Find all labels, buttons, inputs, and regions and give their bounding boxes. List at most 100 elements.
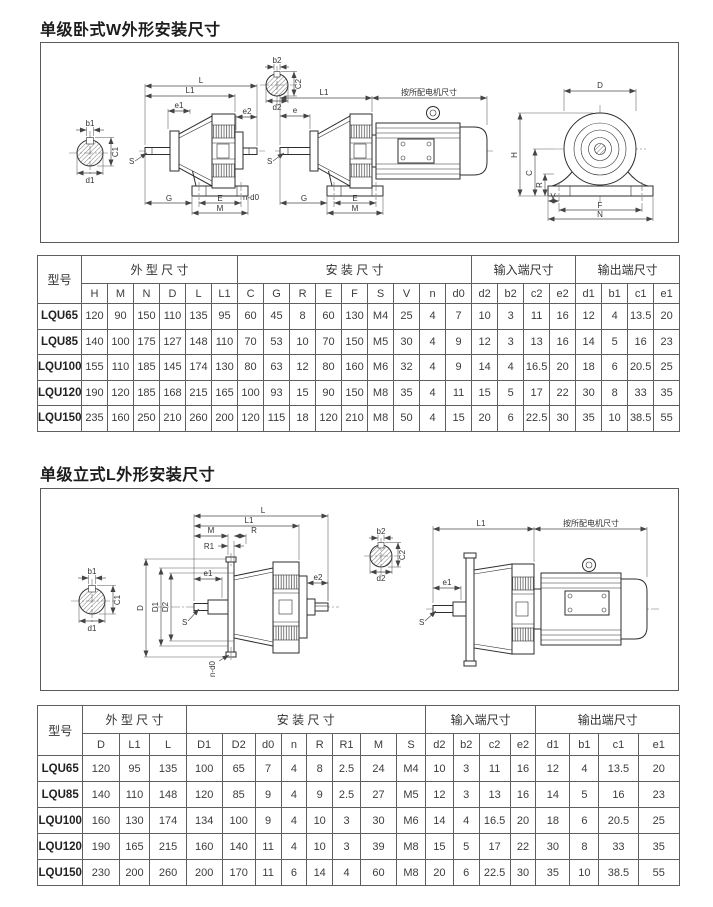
w-diagram-box: b1 d1 C1 S L L1 e1	[40, 42, 679, 243]
value-cell: 22	[509, 833, 537, 860]
value-cell: 4	[280, 807, 308, 834]
w-side-view: S L L1 e1 e2 G E n-d0 M	[129, 76, 265, 216]
col-header: R	[306, 733, 334, 756]
value-cell: 22.5	[478, 859, 511, 886]
value-cell: 10	[289, 328, 317, 355]
value-cell: 4	[332, 859, 361, 886]
value-cell: 5	[497, 379, 525, 406]
value-cell: 150	[341, 328, 369, 355]
model-cell: LQU85	[37, 328, 82, 355]
value-cell: 168	[159, 379, 186, 406]
value-cell: 25	[653, 354, 681, 381]
value-cell: 12	[471, 328, 499, 355]
value-cell: 20	[549, 354, 577, 381]
value-cell: 9	[445, 328, 473, 355]
value-cell: 85	[221, 781, 256, 808]
col-header: L	[149, 733, 187, 756]
value-cell: 185	[133, 354, 160, 381]
value-cell: 235	[81, 405, 108, 432]
w-front-view: D H C R V F N	[510, 81, 654, 222]
group-header: 安 装 尺 寸	[237, 255, 473, 284]
value-cell: 13.5	[627, 303, 655, 330]
dim-e2: e2	[314, 573, 323, 582]
l-side-view-motor: S e1 L1 按所配电机尺寸	[419, 518, 659, 667]
value-cell: 18	[535, 807, 571, 834]
value-cell: 30	[509, 859, 537, 886]
motor-note: 按所配电机尺寸	[563, 518, 619, 528]
model-cell: LQU150	[36, 859, 84, 886]
value-cell: 230	[82, 859, 120, 886]
dim-E2: E	[352, 194, 357, 203]
value-cell: 20	[471, 405, 499, 432]
value-cell: 185	[133, 379, 160, 406]
col-header: c1	[627, 283, 655, 304]
value-cell: 39	[359, 833, 398, 860]
value-cell: 35	[575, 405, 603, 432]
value-cell: 4	[452, 807, 480, 834]
l-input-shaft-section: b2 d2 C2	[364, 527, 407, 583]
value-cell: 7	[445, 303, 473, 330]
value-cell: 3	[452, 781, 480, 808]
value-cell: 6	[452, 859, 480, 886]
col-header: G	[263, 283, 291, 304]
col-header: d0	[254, 733, 282, 756]
value-cell: M8	[396, 833, 426, 860]
value-cell: 215	[185, 379, 212, 406]
value-cell: 120	[237, 405, 265, 432]
col-header: c1	[598, 733, 639, 756]
col-header: E	[315, 283, 343, 304]
col-header: M	[107, 283, 134, 304]
col-header: c2	[523, 283, 551, 304]
group-header: 输出端尺寸	[535, 705, 680, 734]
col-header: b2	[497, 283, 525, 304]
value-cell: 65	[221, 755, 256, 782]
dim-D1: D1	[151, 601, 160, 612]
value-cell: 15	[424, 833, 454, 860]
dim-R: R	[251, 526, 257, 535]
value-cell: 10	[306, 807, 334, 834]
value-cell: 200	[118, 859, 151, 886]
value-cell: M8	[367, 379, 395, 406]
dim-L1: L1	[245, 516, 254, 525]
value-cell: 12	[424, 781, 454, 808]
value-cell: 13	[478, 781, 511, 808]
value-cell: 5	[452, 833, 480, 860]
dim-e1: e1	[204, 569, 213, 578]
col-header: H	[81, 283, 108, 304]
value-cell: 95	[210, 303, 239, 330]
dim-L: L	[199, 76, 204, 85]
value-cell: 16.5	[523, 354, 551, 381]
value-cell: 210	[341, 405, 369, 432]
dim-e1-2: e1	[443, 578, 452, 587]
col-header: D	[82, 733, 120, 756]
value-cell: 15	[445, 405, 473, 432]
value-cell: 14	[535, 781, 571, 808]
value-cell: 4	[280, 781, 308, 808]
col-header: e2	[509, 733, 537, 756]
value-cell: 140	[221, 833, 256, 860]
value-cell: 16	[627, 328, 655, 355]
dim-L1-2: L1	[320, 88, 329, 97]
value-cell: 190	[81, 379, 108, 406]
value-cell: 165	[118, 833, 151, 860]
value-cell: 100	[237, 379, 265, 406]
value-cell: 60	[237, 303, 265, 330]
dim-b2: b2	[273, 56, 282, 65]
model-cell: LQU120	[36, 833, 84, 860]
motor-note: 按所配电机尺寸	[401, 87, 457, 97]
value-cell: 250	[133, 405, 160, 432]
value-cell: 6	[601, 354, 629, 381]
dim-C1: C1	[111, 146, 120, 157]
value-cell: 60	[315, 303, 343, 330]
value-cell: 11	[254, 833, 282, 860]
value-cell: 53	[263, 328, 291, 355]
value-cell: M5	[396, 781, 426, 808]
col-header: S	[396, 733, 426, 756]
value-cell: 100	[107, 328, 134, 355]
value-cell: M4	[396, 755, 426, 782]
